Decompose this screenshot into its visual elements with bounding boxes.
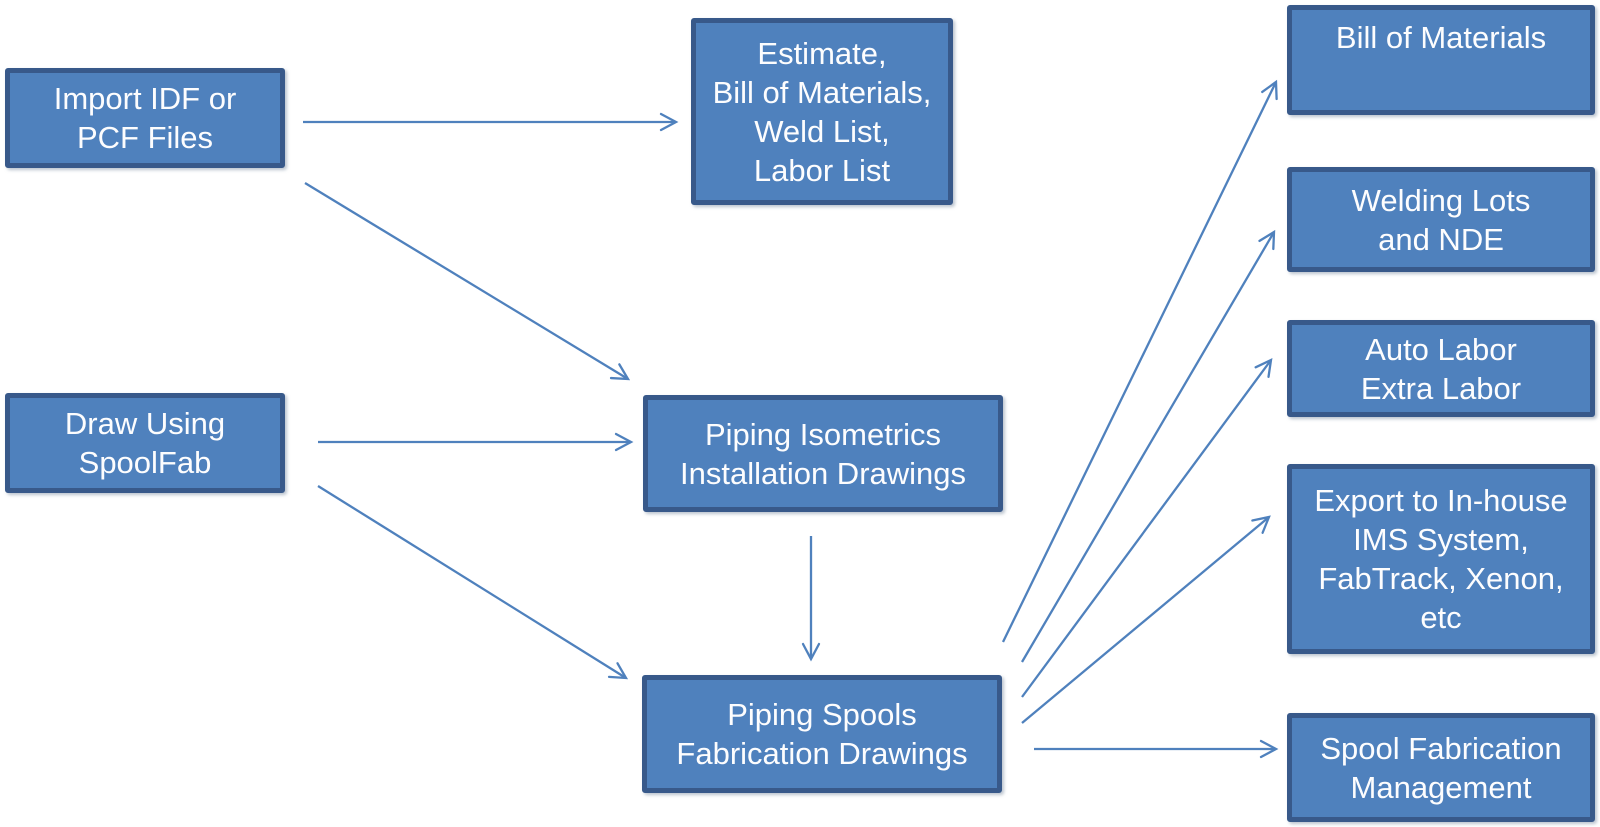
node-label-line: Export to In-house xyxy=(1314,483,1568,518)
arrow-piping-spools-to-export-ims xyxy=(1021,515,1271,724)
node-label-line: Piping Spools xyxy=(727,697,917,732)
node-label-line: SpoolFab xyxy=(78,445,212,480)
node-bill-of-materials: Bill of Materials xyxy=(1287,5,1595,115)
node-piping-isometrics: Piping Isometrics Installation Drawings xyxy=(643,395,1003,512)
node-label-line: Draw Using xyxy=(64,406,226,441)
node-draw-spoolfab: Draw Using SpoolFab xyxy=(5,393,285,493)
node-label-line: Estimate, xyxy=(757,35,887,71)
node-label-line: Import IDF or xyxy=(53,81,237,116)
node-welding-lots: Welding Lots and NDE xyxy=(1287,167,1595,272)
node-label-line: Spool Fabrication xyxy=(1320,730,1562,766)
node-label-line: Welding Lots xyxy=(1351,182,1531,218)
node-auto-labor: Auto Labor Extra Labor xyxy=(1287,320,1595,417)
node-label-line: IMS System, xyxy=(1353,522,1529,557)
node-label-line: etc xyxy=(1420,600,1462,635)
node-label-line: Fabrication Drawings xyxy=(676,736,968,771)
node-export-ims: Export to In-house IMS System, FabTrack,… xyxy=(1287,464,1595,654)
node-piping-spools: Piping Spools Fabrication Drawings xyxy=(642,675,1002,793)
arrow-draw-spoolfab-to-piping-spools xyxy=(317,485,629,680)
node-estimate-outputs: Estimate, Bill of Materials, Weld List, … xyxy=(691,18,953,205)
node-spool-fabrication-management: Spool Fabrication Management xyxy=(1287,713,1595,822)
arrow-import-idf-to-piping-isometrics xyxy=(304,182,631,381)
node-label-line: Piping Isometrics xyxy=(704,416,942,452)
node-label-line: Weld List, xyxy=(754,113,890,149)
arrow-piping-spools-to-auto-labor xyxy=(1021,358,1273,698)
node-import-idf: Import IDF or PCF Files xyxy=(5,68,285,168)
node-label-line: Auto Labor xyxy=(1365,331,1517,367)
node-label-line: Installation Drawings xyxy=(679,455,967,491)
node-label-line: and NDE xyxy=(1378,221,1504,257)
node-label-line: Extra Labor xyxy=(1360,370,1522,406)
node-label-line: Bill of Materials, xyxy=(712,74,932,110)
arrow-piping-spools-to-bill-of-materials xyxy=(1001,79,1278,643)
node-label-line: Management xyxy=(1350,769,1532,805)
arrow-piping-spools-to-welding-lots xyxy=(1021,229,1276,663)
node-label-line: FabTrack, Xenon, xyxy=(1318,561,1564,596)
node-label-line: Labor List xyxy=(753,152,891,188)
node-label-line: PCF Files xyxy=(76,120,214,155)
node-label-line: Bill of Materials xyxy=(1335,20,1547,55)
